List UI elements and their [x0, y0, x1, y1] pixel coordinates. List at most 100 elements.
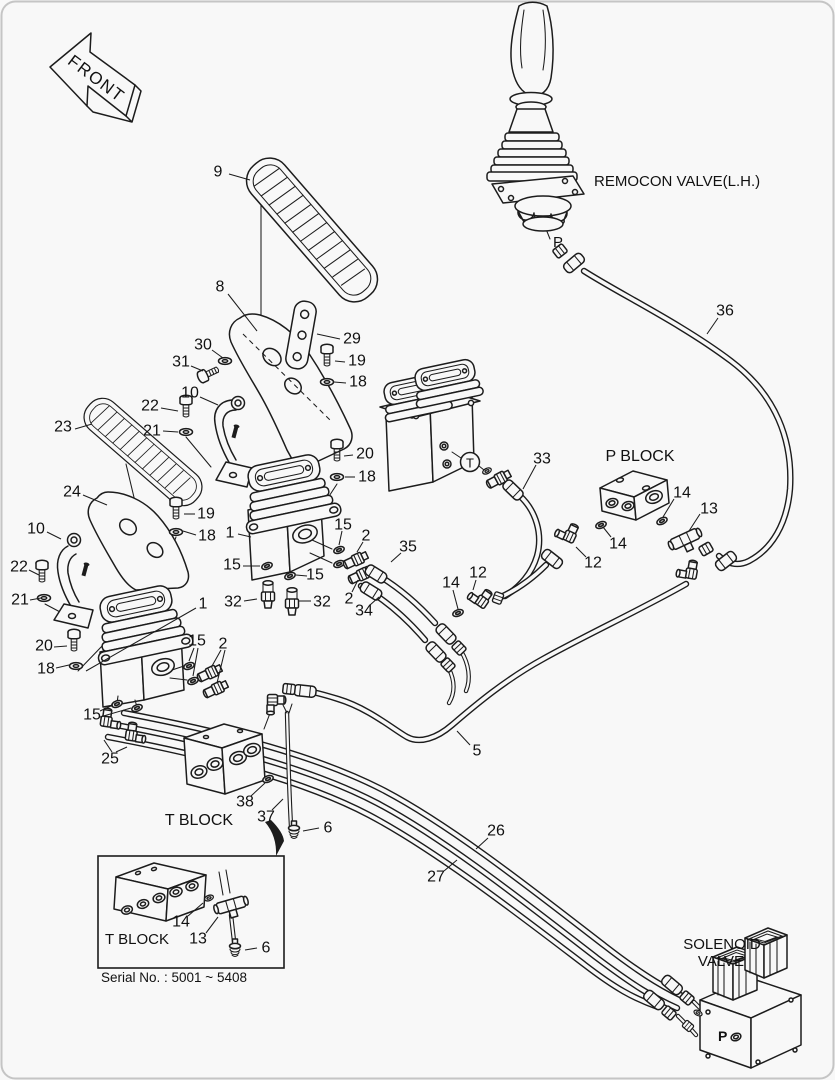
callout-2: 2 [345, 579, 359, 608]
callout-leader-line [74, 423, 93, 430]
callout-leader-line [688, 513, 701, 532]
bracket-10-upper [213, 395, 253, 488]
callout-number: 15 [223, 557, 241, 574]
callout-leader-line [29, 597, 42, 601]
hose-nut [281, 682, 297, 696]
washer-18 [319, 377, 335, 387]
link-29 [285, 300, 317, 370]
callout-leader-line [99, 704, 114, 712]
callout-number: 14 [609, 536, 627, 553]
callout-number: 13 [700, 501, 718, 518]
callout-leader-line [351, 579, 359, 593]
callout-8: 8 [216, 279, 258, 332]
callout-27: 27 [427, 859, 458, 886]
callout-leader-line [271, 798, 284, 811]
callout-number: 34 [355, 603, 373, 620]
pedal-valve-double [377, 356, 485, 492]
callout-leader-line [243, 598, 258, 602]
callout-leader-line [334, 360, 346, 363]
callout-30: 30 [194, 337, 224, 359]
washer-30 [217, 356, 233, 366]
callout-number: 35 [399, 539, 417, 556]
callout-number: 25 [101, 751, 119, 768]
callout-20: 20 [35, 638, 68, 655]
callout-leader-line [187, 902, 204, 917]
callout-37: 37 [257, 798, 284, 826]
callout-leader-line [211, 649, 222, 667]
callout-18: 18 [37, 661, 70, 678]
callout-14: 14 [602, 526, 627, 553]
callout-33: 33 [522, 451, 551, 490]
callout-number: 5 [473, 743, 482, 760]
callout-number: 6 [262, 940, 271, 957]
callout-20: 20 [343, 446, 374, 463]
callout-13: 13 [189, 916, 219, 948]
pedal-lever-8 [228, 313, 353, 467]
solenoid-valve-label-line2: VALVE [698, 953, 744, 970]
callout-35: 35 [390, 539, 417, 563]
callout-25: 25 [101, 739, 128, 768]
callout-leader-line [55, 664, 70, 669]
hose-sleeve [292, 683, 318, 699]
callout-34: 34 [355, 596, 380, 620]
callout-number: 18 [358, 469, 376, 486]
callout-leader-line [244, 947, 258, 951]
callout-leader-line [162, 430, 179, 433]
callout-21: 21 [143, 423, 179, 440]
callout-19: 19 [334, 353, 366, 370]
pedal-valve-lower [85, 580, 195, 708]
callout-leader-line [103, 739, 113, 753]
callout-leader-line [28, 569, 40, 576]
callout-number: 15 [83, 707, 101, 724]
solenoid-valve-label-line1: SOLENOID [683, 936, 761, 953]
callout-leader-line [188, 647, 195, 662]
callout-number: 26 [487, 823, 505, 840]
callout-leader-line [99, 707, 132, 718]
callout-leader-line [46, 531, 62, 540]
callout-23: 23 [54, 419, 93, 436]
callout-leader-line [316, 333, 341, 340]
washer-18 [168, 527, 184, 537]
callout-number: 19 [197, 506, 215, 523]
callout-18: 18 [333, 374, 367, 391]
callout-leader-line [250, 782, 266, 797]
callout-leader-line [115, 746, 128, 753]
inset-box [97, 855, 285, 969]
callout-leader-line [302, 827, 320, 832]
callout-number: 18 [198, 528, 216, 545]
callout-number: 22 [141, 398, 159, 415]
callout-leader-line [522, 464, 537, 490]
callout-number: 30 [194, 337, 212, 354]
callout-15: 15 [295, 567, 324, 584]
callout-layer: 9829191830311022212324101918222120182018… [10, 164, 734, 957]
callout-number: 12 [584, 555, 602, 572]
callout-22: 22 [141, 398, 179, 415]
callout-number: 10 [181, 385, 199, 402]
callout-2: 2 [211, 636, 228, 684]
callout-18: 18 [345, 469, 376, 486]
callout-32: 32 [224, 594, 258, 611]
callout-10: 10 [27, 521, 62, 540]
p-block [599, 470, 670, 521]
callout-14: 14 [172, 902, 204, 931]
callout-leader-line [456, 730, 471, 746]
port-t-circle: T [451, 451, 485, 473]
callout-32: 32 [299, 594, 331, 611]
callout-leader-line [227, 293, 258, 332]
callout-leader-line [199, 396, 219, 406]
callout-number: 10 [27, 521, 45, 538]
callout-leader-line [237, 533, 252, 538]
callout-leader-line [216, 649, 226, 684]
callout-18: 18 [182, 528, 216, 545]
callout-15: 15 [188, 633, 206, 677]
callout-leader-line [706, 317, 719, 335]
callout-number: 12 [469, 565, 487, 582]
callout-number: 18 [349, 374, 367, 391]
callout-26: 26 [475, 823, 505, 850]
callout-number: 33 [533, 451, 551, 468]
callout-number: 27 [427, 869, 445, 886]
callout-29: 29 [316, 331, 361, 348]
